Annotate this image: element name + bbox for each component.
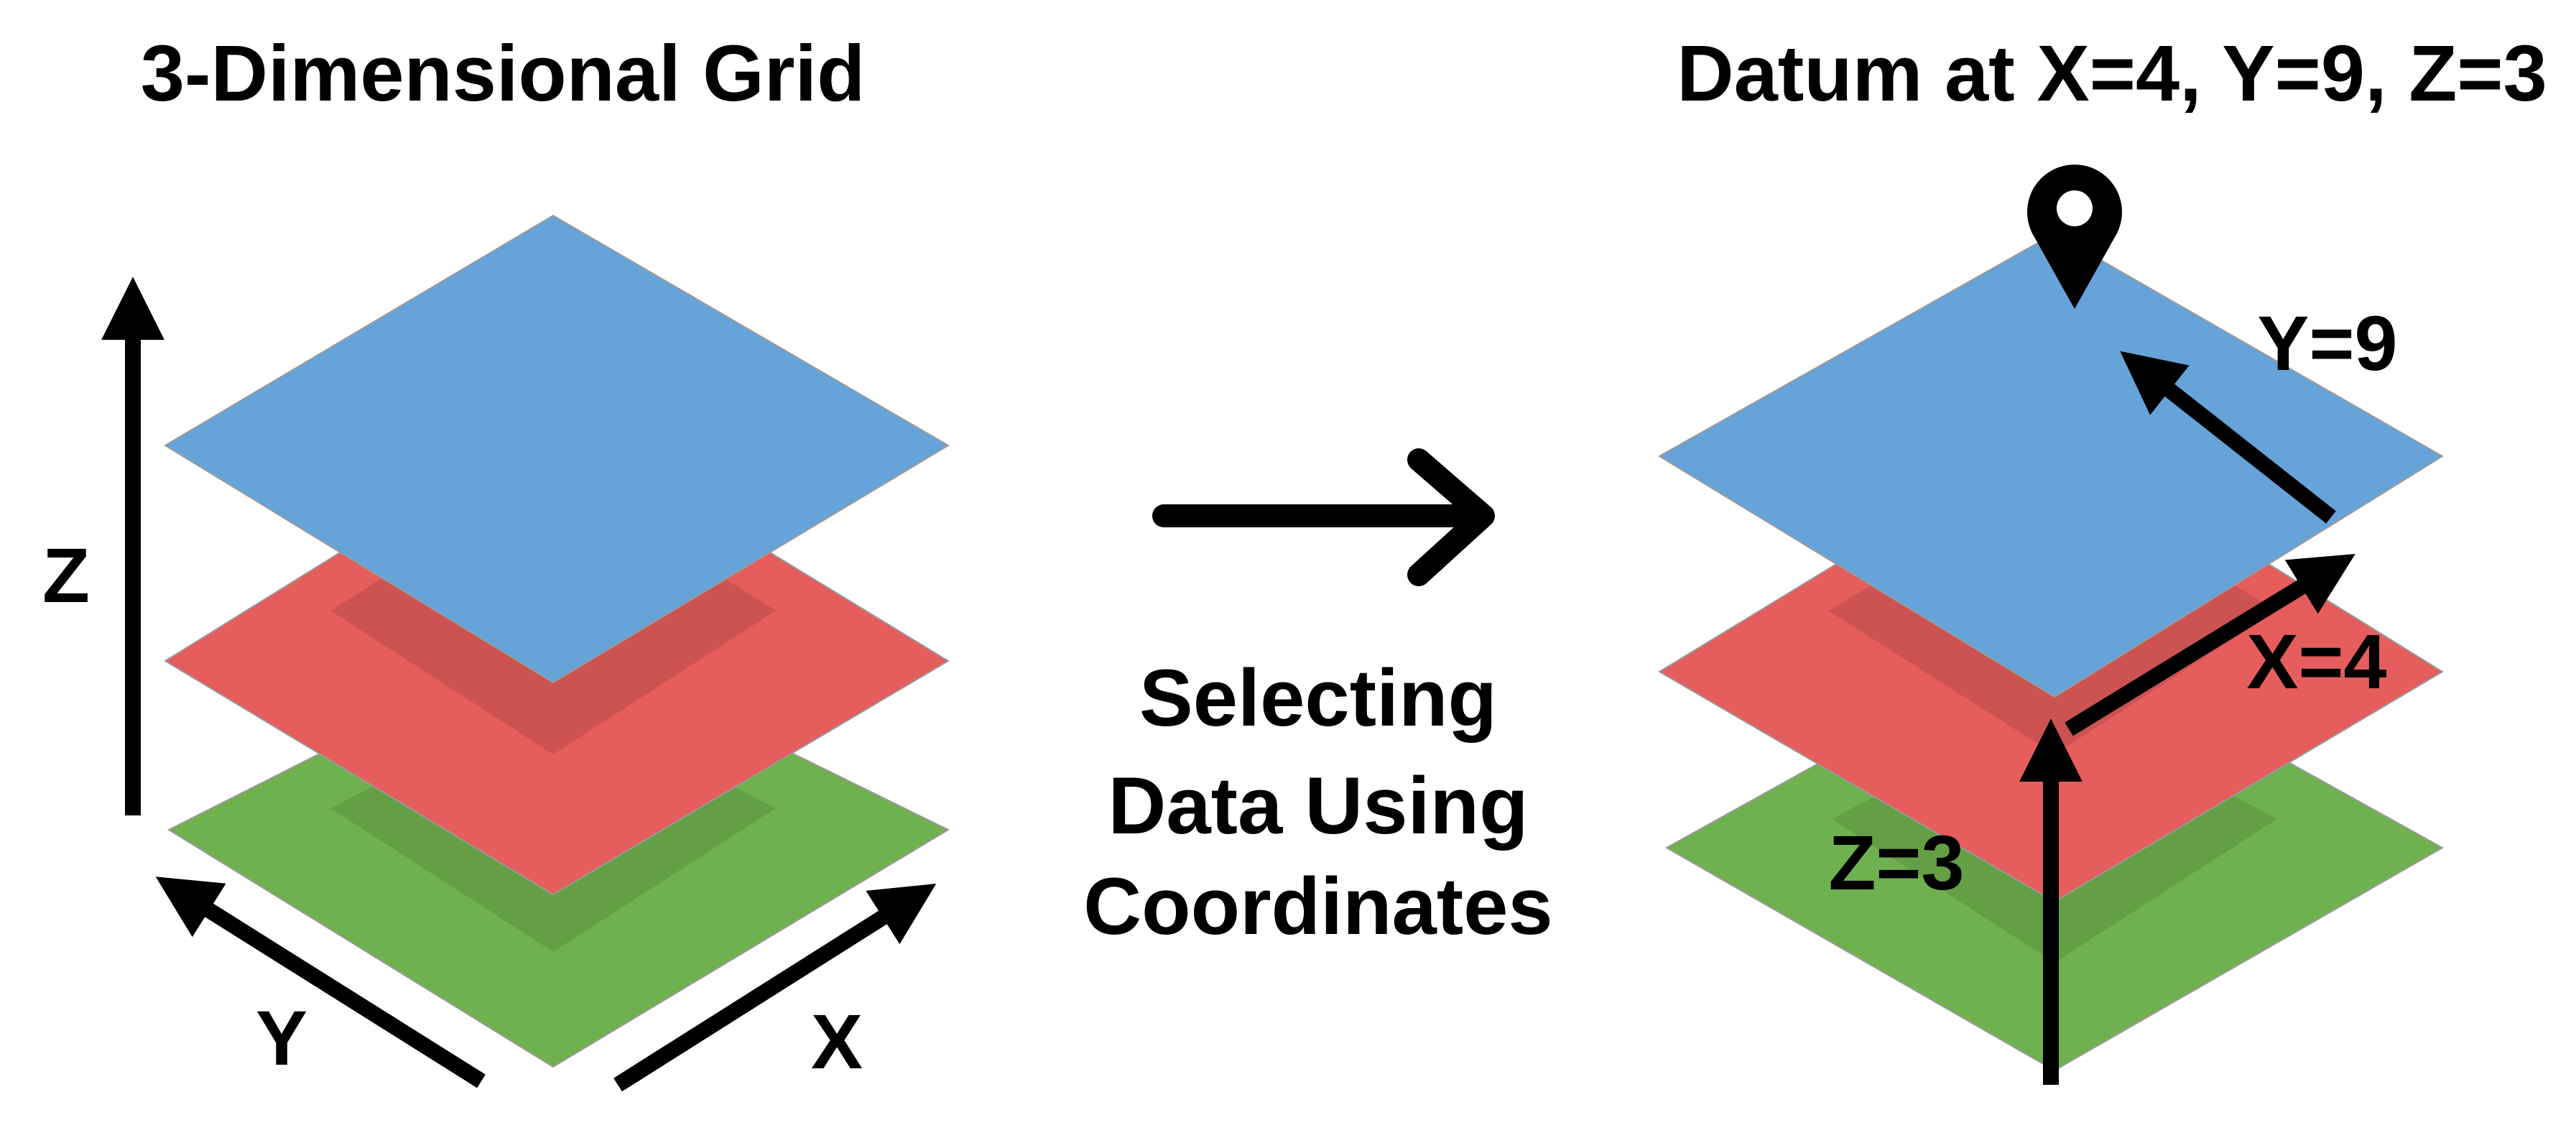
x-path-arrow	[2065, 553, 2355, 736]
right-panel: Datum at X=4, Y=9, Z=3 Y=9 X=4 Z=3	[1658, 29, 2547, 1085]
layer-top	[1658, 232, 2444, 698]
axis-x-arrow	[613, 884, 937, 1092]
caption-line-1: Selecting	[1139, 653, 1497, 743]
caption-line-3: Coordinates	[1083, 861, 1552, 951]
axis-y-arrow	[155, 876, 486, 1088]
map-pin-icon	[2027, 165, 2122, 309]
right-panel-title: Datum at X=4, Y=9, Z=3	[1677, 29, 2547, 118]
layer-top	[164, 214, 950, 684]
caption-line-2: Data Using	[1108, 761, 1529, 851]
left-panel: 3-Dimensional Grid Z Y X	[42, 29, 950, 1092]
axis-x-label: X	[811, 998, 863, 1085]
x-value-label: X=4	[2246, 618, 2386, 705]
arrow-right-icon	[1152, 448, 1495, 586]
axis-y-label: Y	[256, 994, 307, 1081]
transition: Selecting Data Using Coordinates	[1083, 448, 1553, 951]
y-value-label: Y=9	[2257, 300, 2397, 387]
axis-z-label: Z	[42, 532, 90, 619]
left-panel-title: 3-Dimensional Grid	[141, 29, 866, 118]
z-value-label: Z=3	[1828, 819, 1964, 906]
y-path-arrow	[2120, 351, 2336, 524]
